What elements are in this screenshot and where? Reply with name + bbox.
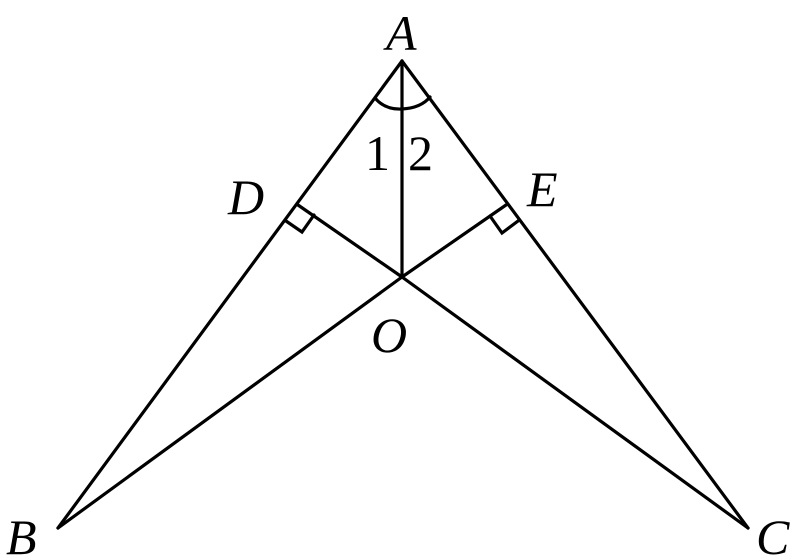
segment-OB <box>56 275 404 530</box>
label-point-D: D <box>227 169 264 225</box>
segment-OD <box>296 203 404 279</box>
label-point-A: A <box>383 5 417 61</box>
segment-AB <box>56 59 404 530</box>
label-point-O: O <box>371 307 407 363</box>
label-point-C: C <box>756 509 790 559</box>
angle-arc-1 <box>373 96 404 111</box>
label-point-B: B <box>6 509 37 559</box>
segment-OC <box>400 275 750 530</box>
angle-arc-2 <box>400 95 432 111</box>
segment-OE <box>400 203 508 279</box>
segment-AC <box>400 59 750 530</box>
label-angle-2: 2 <box>408 125 433 181</box>
right-angle-marker-D <box>284 213 316 235</box>
label-point-E: E <box>526 161 558 217</box>
label-angle-1: 1 <box>365 125 390 181</box>
right-angle-marker-E <box>488 214 520 236</box>
